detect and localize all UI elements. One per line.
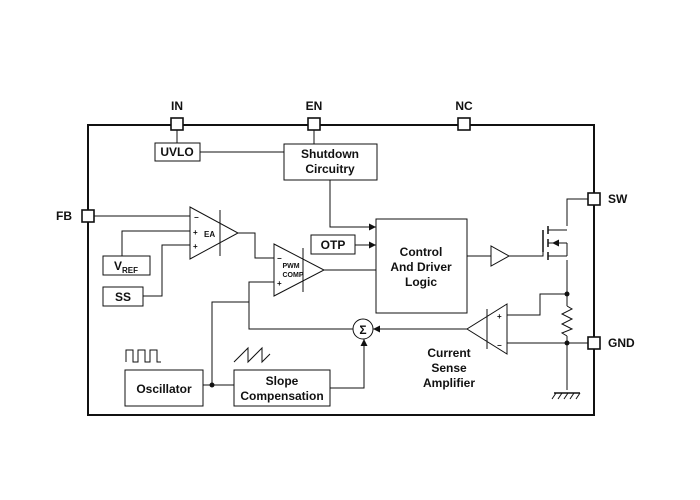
chip-outline xyxy=(87,124,595,416)
csa-plus-sign: + xyxy=(497,312,502,321)
pin-en xyxy=(307,117,321,131)
otp-label: OTP xyxy=(321,238,346,252)
csa-label-line3: Amplifier xyxy=(423,376,475,390)
oscillator-block xyxy=(124,369,204,407)
sense-resistor xyxy=(560,305,574,337)
vref-block xyxy=(102,255,151,276)
ss-label: SS xyxy=(115,290,131,304)
shutdown-circuitry-block xyxy=(283,143,378,181)
otp-block xyxy=(310,234,356,255)
ea-label: EA xyxy=(204,230,215,239)
arrow-into-sum xyxy=(373,325,380,333)
pin-nc xyxy=(457,117,471,131)
arrow-into-sum-bottom xyxy=(360,339,368,346)
control-driver-logic-block xyxy=(375,218,468,314)
power-mosfet xyxy=(542,226,568,260)
ground-symbol xyxy=(551,392,581,400)
pin-fb-label: FB xyxy=(56,209,72,223)
arrow-otp-to-control xyxy=(369,241,376,249)
shutdown-label-line2: Circuitry xyxy=(305,162,355,176)
pwm-comparator xyxy=(273,243,326,297)
driver-buffer xyxy=(490,245,511,267)
csa-label-line2: Sense xyxy=(431,361,467,375)
pin-nc-label: NC xyxy=(455,99,473,113)
oscillator-label: Oscillator xyxy=(136,382,192,396)
arrow-into-control xyxy=(369,223,376,231)
square-wave-icon xyxy=(125,349,161,363)
pin-gnd xyxy=(587,336,601,350)
csa-label-line1: Current xyxy=(427,346,470,360)
pwm-minus-sign: − xyxy=(277,254,282,263)
control-label-line1: Control xyxy=(400,245,443,259)
control-label-line2: And Driver xyxy=(390,260,452,274)
ea-plus-sign-bottom: + xyxy=(193,242,198,251)
csa-minus-sign: − xyxy=(497,341,502,350)
slope-label-line1: Slope xyxy=(266,374,299,388)
pin-fb xyxy=(81,209,95,223)
control-label-line3: Logic xyxy=(405,275,437,289)
ea-minus-sign: − xyxy=(194,213,199,222)
pin-gnd-label: GND xyxy=(608,336,635,350)
sawtooth-icon xyxy=(233,346,271,364)
junction-dot xyxy=(209,382,215,388)
uvlo-label: UVLO xyxy=(160,145,193,159)
error-amplifier xyxy=(189,206,240,260)
pwm-label-line2: COMP xyxy=(283,272,304,279)
pin-in-label: IN xyxy=(171,99,183,113)
pwm-label-line1: PWM xyxy=(282,263,299,270)
vref-label: VREF xyxy=(114,259,138,275)
uvlo-block xyxy=(154,142,201,162)
pin-en-label: EN xyxy=(306,99,323,113)
shutdown-label-line1: Shutdown xyxy=(301,147,359,161)
pin-in xyxy=(170,117,184,131)
ea-plus-sign-top: + xyxy=(193,228,198,237)
pwm-plus-sign: + xyxy=(277,279,282,288)
junction-dot xyxy=(564,340,570,346)
slope-compensation-block xyxy=(233,369,331,407)
slope-label-line2: Compensation xyxy=(240,389,323,403)
sum-symbol: Σ xyxy=(359,323,366,337)
wires xyxy=(94,130,588,390)
pin-sw-label: SW xyxy=(608,192,628,206)
junction-dot xyxy=(564,291,570,297)
ss-block xyxy=(102,286,144,307)
pin-sw xyxy=(587,192,601,206)
